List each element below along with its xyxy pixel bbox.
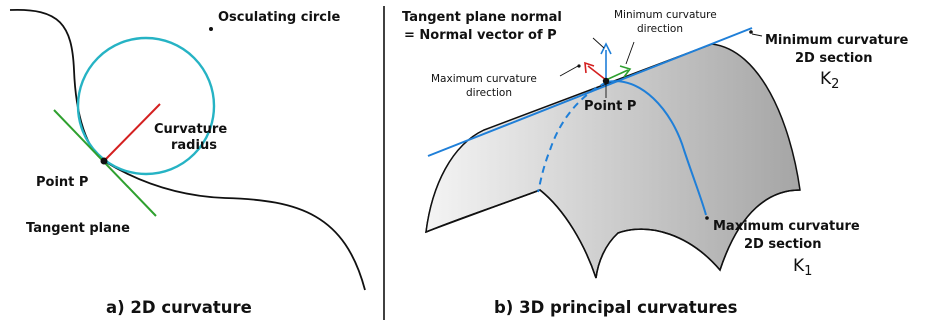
point-p-dot [100, 157, 108, 165]
normal-label-2: = Normal vector of P [404, 28, 557, 43]
surface-right-edge [595, 189, 801, 279]
point-p-3d-label: Point P [584, 99, 636, 114]
curvature-radius-label-2: radius [171, 138, 217, 153]
caption-a: a) 2D curvature [106, 298, 252, 317]
k1-subscript: 1 [804, 264, 812, 279]
k2-letter: K [820, 69, 832, 89]
curvature-radius-label-1: Curvature [154, 122, 227, 137]
min-curvature-section [427, 27, 753, 157]
min-section-leader [751, 33, 763, 37]
min-dir-leader [625, 41, 635, 65]
min-direction-vector [605, 69, 629, 81]
min-section-label-2: 2D section [795, 51, 872, 66]
osculating-circle [76, 36, 216, 176]
caption-b: b) 3D principal curvatures [494, 298, 738, 317]
max-curvature-section [606, 80, 707, 216]
max-direction-vector [587, 65, 607, 81]
min-dir-label-1: Minimum curvature [614, 9, 717, 21]
min-section-label-1: Minimum curvature [765, 33, 908, 48]
max-dir-leader-dot [577, 64, 581, 68]
k2-label: K2 [820, 69, 839, 92]
min-dir-label-2: direction [637, 23, 683, 35]
max-dir-label-1: Maximum curvature [431, 73, 537, 85]
normal-leader [592, 37, 605, 49]
curvature-radius-line [103, 103, 161, 162]
max-direction-arrowhead [584, 61, 595, 74]
tangent-plane-label: Tangent plane [26, 221, 130, 236]
k2-subscript: 2 [831, 77, 839, 92]
min-section-leader-dot [749, 30, 753, 34]
normal-vector-arrowhead [600, 42, 612, 55]
max-dir-leader [559, 65, 579, 77]
circle-label-dot [209, 27, 213, 31]
osculating-circle-label: Osculating circle [218, 10, 340, 25]
panel-3d-curvature: Tangent plane normal = Normal vector of … [402, 9, 908, 317]
normal-label-1: Tangent plane normal [402, 10, 562, 25]
max-dir-label-2: direction [466, 87, 512, 99]
max-section-label-2: 2D section [744, 237, 821, 252]
k1-letter: K [793, 256, 805, 276]
max-section-label-1: Maximum curvature [713, 219, 860, 234]
point-p-label: Point P [36, 175, 88, 190]
max-curvature-section-hidden [537, 81, 608, 193]
point-p-3d-dot [602, 77, 610, 85]
min-direction-arrowhead [619, 65, 632, 78]
panel-2d-curvature: Osculating circle Curvature radius Point… [9, 9, 366, 317]
surface-front-edge [425, 189, 597, 279]
k1-label: K1 [793, 256, 812, 279]
max-section-leader-dot [705, 216, 709, 220]
